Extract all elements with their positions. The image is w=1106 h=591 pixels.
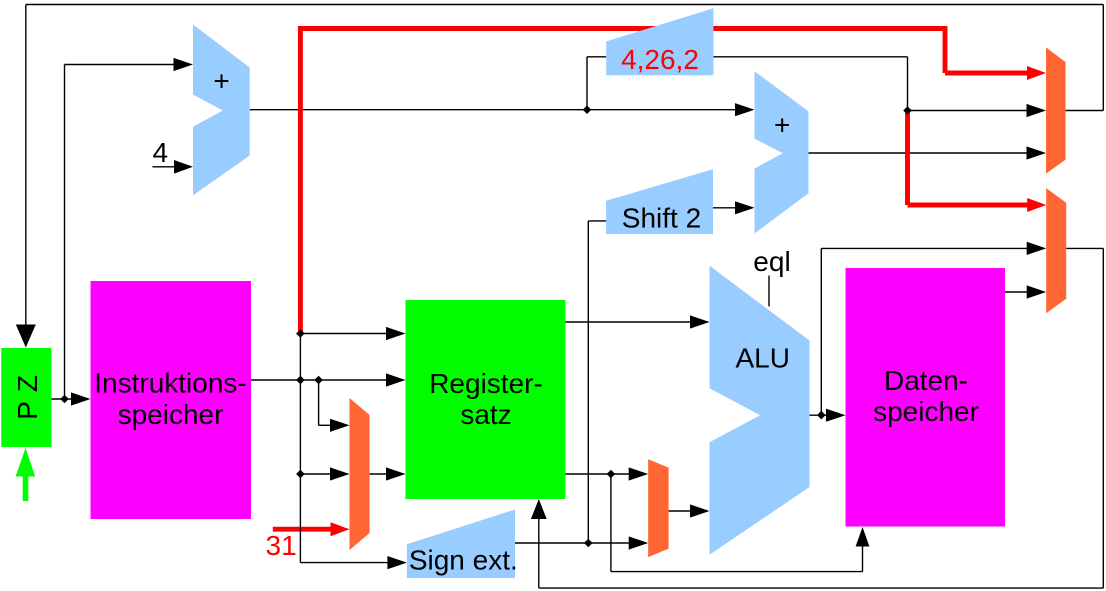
svg-text:speicher: speicher <box>873 396 979 427</box>
svg-text:ALU: ALU <box>735 343 789 374</box>
svg-text:satz: satz <box>460 399 511 430</box>
svg-text:4,26,2: 4,26,2 <box>621 44 699 75</box>
svg-text:Daten-: Daten- <box>884 365 968 396</box>
svg-text:P Z: P Z <box>12 374 43 419</box>
svg-text:speicher: speicher <box>118 399 224 430</box>
svg-text:+: + <box>774 109 790 140</box>
svg-text:Sign ext.: Sign ext. <box>409 545 518 576</box>
svg-text:Shift 2: Shift 2 <box>622 202 701 233</box>
svg-text:+: + <box>213 66 229 97</box>
svg-text:Register-: Register- <box>429 368 543 399</box>
svg-text:4: 4 <box>153 137 169 168</box>
svg-text:eql: eql <box>753 246 790 277</box>
svg-text:Instruktions-: Instruktions- <box>94 368 247 399</box>
svg-text:31: 31 <box>266 530 297 561</box>
